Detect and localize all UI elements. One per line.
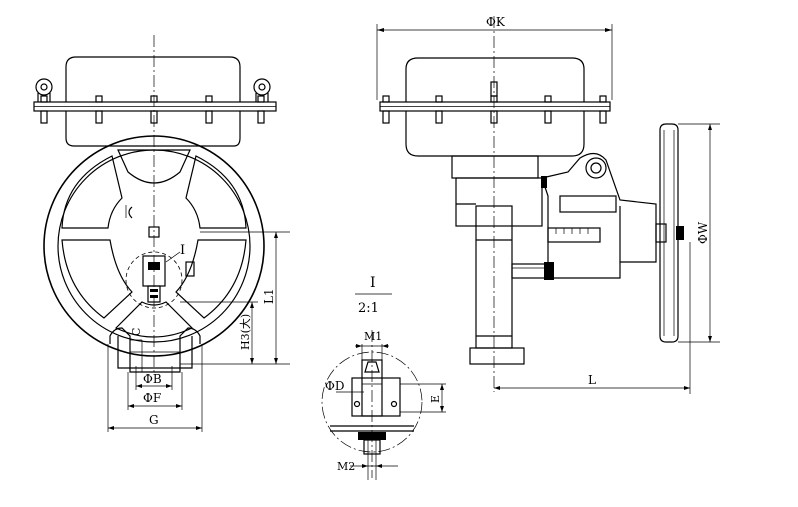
detail-m1-label: M1 [364,330,382,343]
side-flange-bolts [382,95,607,124]
front-detail-ref-label: I [180,243,185,258]
side-position-indicator [547,227,601,243]
front-phi-f-label: ΦF [143,391,161,405]
front-handwheel-rim [43,135,265,357]
side-phi-w-label: ΦW [696,221,710,244]
front-h3-label: H3(大) [238,314,252,350]
side-phi-k-label: ΦK [486,15,506,29]
front-g-label: G [149,413,159,427]
front-stem-nut [142,255,166,303]
side-handwheel [659,123,679,343]
front-phi-b-label: ΦB [143,372,162,386]
front-c-label: C [130,328,143,336]
side-housing-cover [405,57,585,102]
front-lifting-eyes [35,78,271,102]
front-housing-cover [65,56,241,102]
side-view: ΦK [376,15,720,394]
front-flange-bolts [40,95,265,124]
detail-m2-label: M2 [337,460,355,473]
front-lower-housing [65,111,241,147]
front-l1-label: L1 [262,288,276,304]
detail-view: I 2:1 M1 ΦD E [321,275,446,480]
detail-title: I [370,275,376,291]
front-yoke-base [109,327,201,373]
side-yoke [451,155,539,179]
detail-phi-d-label: ΦD [325,379,344,393]
side-l-label: L [588,373,596,387]
front-view: I C ΦB ΦF G L1 H3(大) [33,35,290,432]
detail-e-label: E [429,395,442,403]
side-gearbox [541,152,657,279]
detail-scale: 2:1 [358,301,379,316]
